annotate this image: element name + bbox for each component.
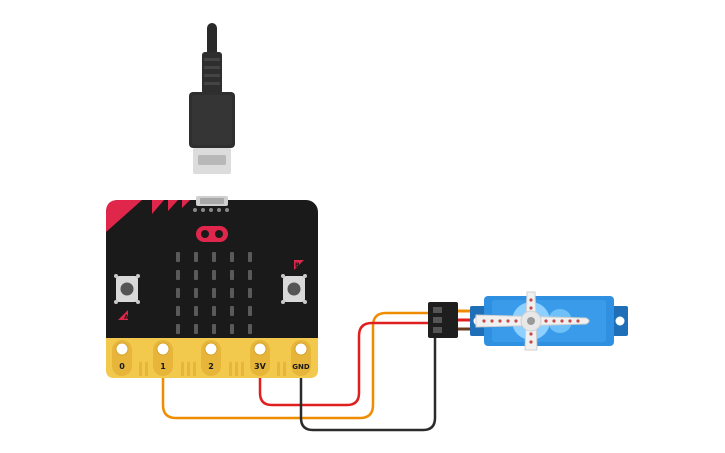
edge-contact xyxy=(235,362,238,376)
led xyxy=(194,324,198,334)
led xyxy=(248,306,252,316)
logo-icon xyxy=(196,226,228,242)
edge-contact xyxy=(181,362,184,376)
led xyxy=(230,288,234,298)
led xyxy=(248,252,252,262)
led xyxy=(248,324,252,334)
pin-0[interactable]: 0 xyxy=(112,340,132,376)
horn-hole xyxy=(544,319,548,323)
microbit-board: A B 0 1 2 3V GND xyxy=(106,196,318,378)
pin-label: GND xyxy=(292,363,310,371)
led xyxy=(176,288,180,298)
horn-hole xyxy=(506,319,510,323)
led xyxy=(230,324,234,334)
led xyxy=(212,270,216,280)
button-b[interactable] xyxy=(281,274,307,304)
button-a-label: A xyxy=(118,310,129,321)
horn-hole xyxy=(482,319,486,323)
svg-text:B: B xyxy=(295,262,300,269)
svg-text:A: A xyxy=(124,314,129,321)
horn-hole xyxy=(568,319,572,323)
wire-orange xyxy=(161,311,434,420)
edge-contact xyxy=(241,362,244,376)
led xyxy=(248,288,252,298)
led xyxy=(248,270,252,280)
pin-3v[interactable]: 3V xyxy=(250,340,270,376)
edge-pins: 0 1 2 3V GND xyxy=(112,340,311,376)
led xyxy=(194,306,198,316)
board-red-corner xyxy=(106,200,142,232)
button-b-label: B xyxy=(294,260,304,270)
edge-contact xyxy=(139,362,142,376)
pin-label: 3V xyxy=(254,362,267,371)
led xyxy=(176,324,180,334)
usb-port xyxy=(196,196,228,206)
horn-holes xyxy=(482,298,580,344)
wires xyxy=(161,311,437,432)
led xyxy=(194,252,198,262)
led xyxy=(212,324,216,334)
pin-1[interactable]: 1 xyxy=(153,340,173,376)
led xyxy=(212,288,216,298)
led xyxy=(230,306,234,316)
horn-hole xyxy=(529,332,533,336)
led-matrix xyxy=(176,252,252,334)
processor-icon xyxy=(193,208,229,212)
horn-hole xyxy=(529,306,533,310)
usb-cable xyxy=(189,23,235,174)
horn-hole xyxy=(514,319,518,323)
edge-contact xyxy=(229,362,232,376)
led xyxy=(194,288,198,298)
led xyxy=(212,252,216,262)
button-a[interactable] xyxy=(114,274,140,304)
horn-hole xyxy=(498,319,502,323)
led xyxy=(230,270,234,280)
edge-contact xyxy=(145,362,148,376)
horn-hole xyxy=(490,319,494,323)
horn-hole xyxy=(560,319,564,323)
horn-hole xyxy=(529,298,533,302)
horn-hole xyxy=(552,319,556,323)
wire-black xyxy=(299,336,437,432)
servo-horn-icon xyxy=(475,291,590,351)
pin-label: 2 xyxy=(208,362,214,371)
led xyxy=(176,270,180,280)
servo-motor xyxy=(470,291,628,351)
pin-label: 1 xyxy=(160,362,166,371)
horn-hole xyxy=(529,340,533,344)
edge-contact xyxy=(193,362,196,376)
horn-hole xyxy=(576,319,580,323)
edge-contact xyxy=(283,362,286,376)
edge-contact xyxy=(277,362,280,376)
pin-2[interactable]: 2 xyxy=(201,340,221,376)
pin-label: 0 xyxy=(119,362,125,371)
led xyxy=(194,270,198,280)
wire-red xyxy=(258,321,434,407)
led xyxy=(176,252,180,262)
led xyxy=(176,306,180,316)
pin-gnd[interactable]: GND xyxy=(291,340,311,376)
led xyxy=(212,306,216,316)
edge-contact xyxy=(187,362,190,376)
led xyxy=(230,252,234,262)
